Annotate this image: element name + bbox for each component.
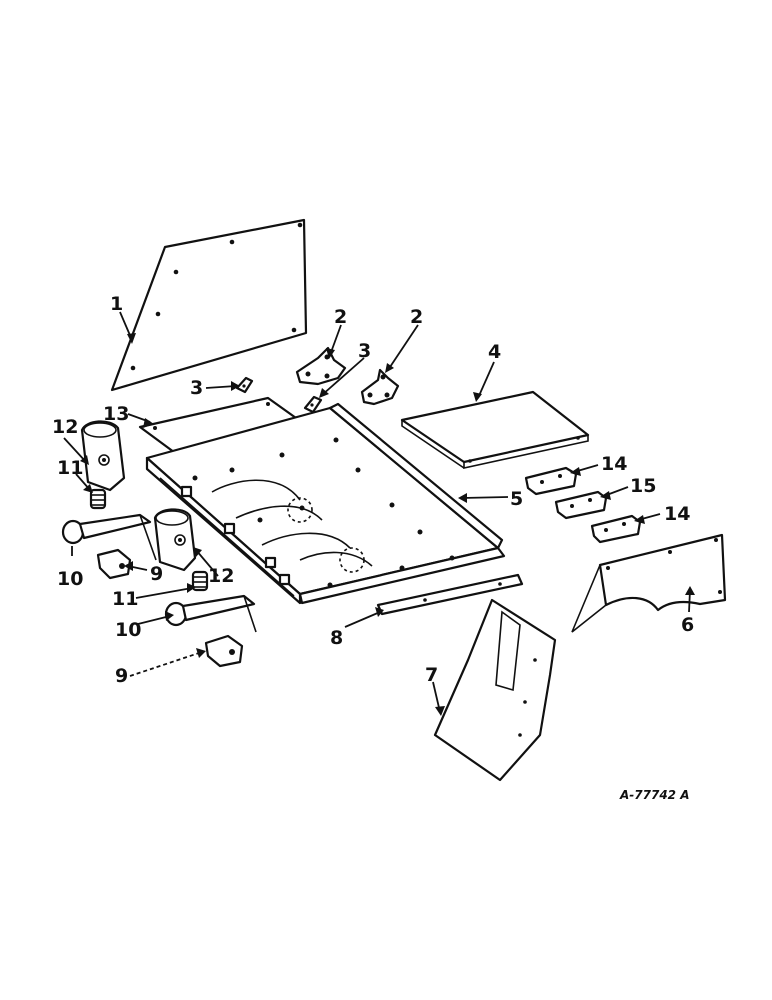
callout-2-right: 2 bbox=[410, 306, 423, 328]
leader-lines bbox=[63, 311, 695, 716]
part-6-fender-panel bbox=[571, 533, 727, 633]
callout-9-lower: 9 bbox=[115, 665, 128, 687]
callout-12-lower: 12 bbox=[208, 565, 234, 587]
part-12-mount-lower bbox=[153, 508, 197, 572]
callout-9-upper: 9 bbox=[150, 563, 163, 585]
callout-4: 4 bbox=[488, 341, 501, 363]
part-10-arm-lower bbox=[164, 594, 257, 633]
callout-7: 7 bbox=[425, 664, 438, 686]
callout-11-upper: 11 bbox=[57, 457, 83, 479]
part-9-clamp-lower bbox=[204, 634, 244, 668]
part-14-latch-lower bbox=[590, 514, 642, 544]
callout-labels: 1 2 2 3 3 4 5 6 7 8 9 9 10 10 11 11 12 1… bbox=[52, 293, 694, 687]
part-5-seat-frame bbox=[145, 402, 506, 605]
part-2-bracket-left bbox=[295, 346, 347, 386]
callout-6: 6 bbox=[681, 614, 694, 636]
part-12-mount-upper bbox=[80, 420, 126, 492]
part-9-clamp-upper bbox=[96, 548, 132, 580]
part-1-side-panel bbox=[110, 218, 308, 392]
figure-id: A-77742 A bbox=[619, 788, 689, 802]
callout-10-lower: 10 bbox=[115, 619, 141, 641]
callout-15: 15 bbox=[630, 475, 656, 497]
part-14-latch-upper bbox=[524, 466, 578, 496]
callout-2-left: 2 bbox=[334, 306, 347, 328]
callout-8: 8 bbox=[330, 627, 343, 649]
part-10-arm-upper bbox=[61, 513, 157, 561]
callout-12-upper: 12 bbox=[52, 416, 78, 438]
callout-11-lower: 11 bbox=[112, 588, 138, 610]
part-2-bracket-right bbox=[360, 368, 400, 406]
callout-1: 1 bbox=[110, 293, 123, 315]
callout-3-right: 3 bbox=[358, 340, 371, 362]
part-3-clip-right bbox=[303, 395, 323, 414]
callout-5: 5 bbox=[510, 488, 523, 510]
part-15-latch-middle bbox=[554, 490, 608, 520]
part-7-slotted-panel bbox=[433, 598, 557, 782]
part-11-spring-upper bbox=[89, 488, 107, 510]
part-3-clip-left bbox=[235, 376, 254, 394]
callout-14-upper: 14 bbox=[601, 453, 627, 475]
callout-13: 13 bbox=[103, 403, 129, 425]
callout-14-lower: 14 bbox=[664, 503, 690, 525]
callout-3-left: 3 bbox=[190, 377, 203, 399]
part-4-cover-plate bbox=[400, 390, 590, 469]
callout-10-upper: 10 bbox=[57, 568, 83, 590]
